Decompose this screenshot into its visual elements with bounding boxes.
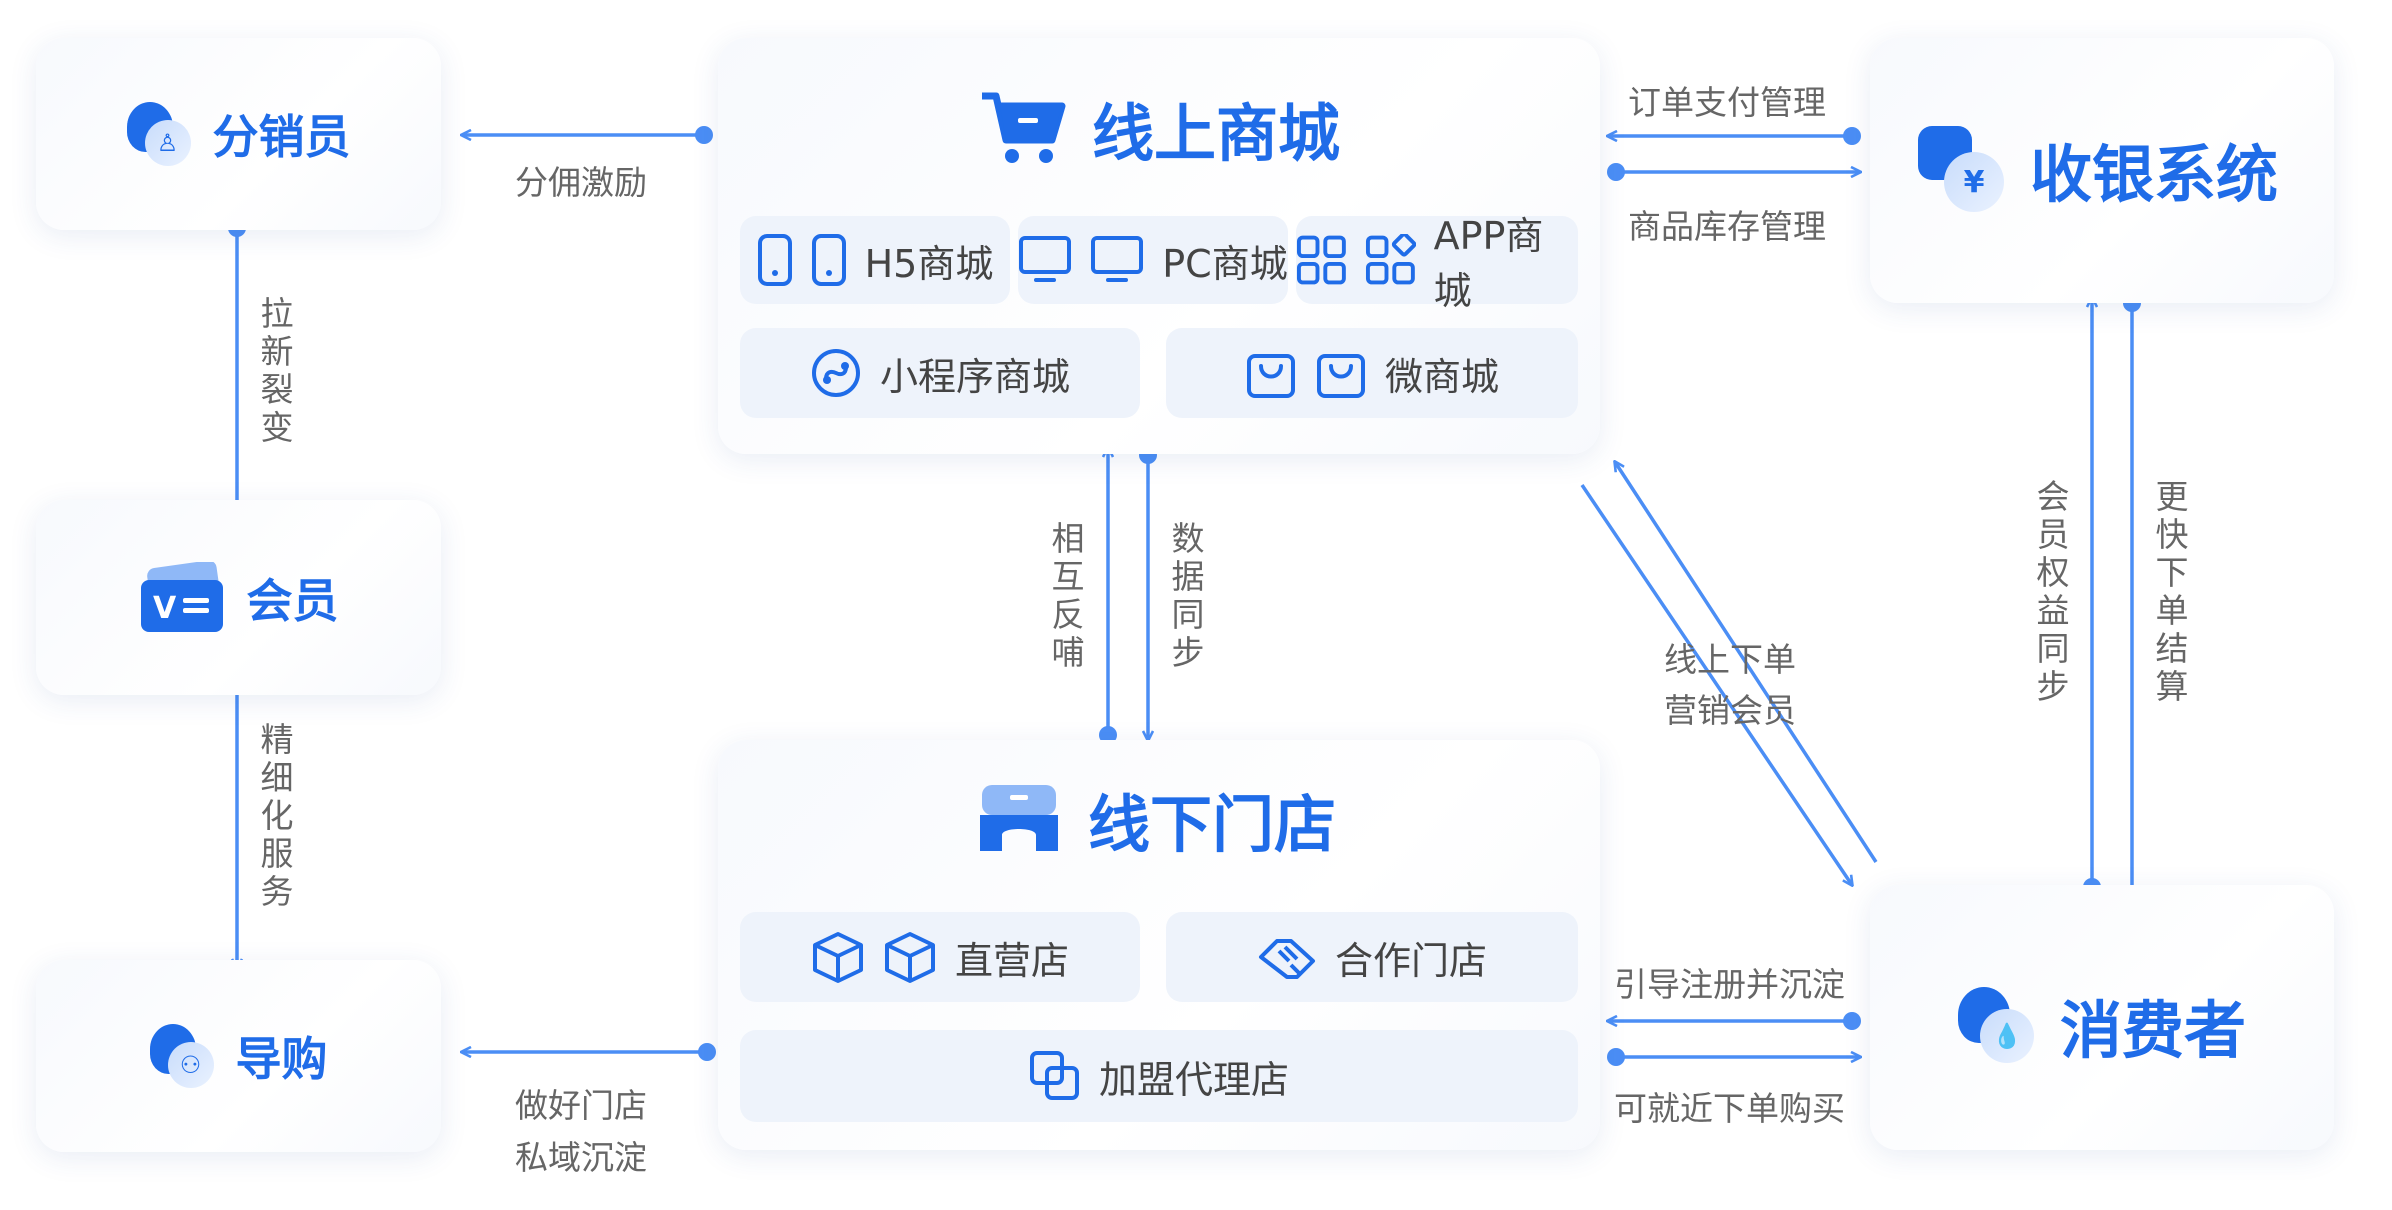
- phone-icon: [757, 234, 792, 286]
- arrow-online-order-up: [1615, 462, 1878, 863]
- overlap-squares-icon: [1029, 1051, 1079, 1100]
- label-online-order-2: 营销会员: [1664, 691, 1796, 730]
- arrow-online-order-down: [1580, 484, 1852, 885]
- offline-store-title: 线下门店: [1088, 788, 1337, 861]
- distributor-title: 分销员: [212, 110, 351, 164]
- yen-coin-icon: ¥: [1918, 126, 2004, 212]
- member-card[interactable]: V 会员: [36, 500, 441, 695]
- label-mutual-feed: 相互反哺: [1051, 519, 1085, 672]
- consumer-card[interactable]: 💧 消费者: [1870, 885, 2334, 1150]
- mini-program-icon: [811, 349, 860, 397]
- app-grid-icon: [1296, 235, 1346, 285]
- label-refined-service: 精细化服务: [260, 720, 294, 911]
- shopping-bag-icon: [1316, 354, 1365, 398]
- person-drop-icon: 💧: [1958, 987, 2034, 1063]
- label-online-order-1: 线上下单: [1664, 640, 1796, 679]
- label-commission: 分佣激励: [515, 163, 647, 202]
- handshake-icon: [1258, 939, 1315, 979]
- monitor-icon: [1019, 236, 1072, 282]
- label-store-private-2: 私域沉淀: [515, 1138, 647, 1177]
- channel-label: PC商城: [1162, 241, 1288, 286]
- channel-h5[interactable]: H5商城: [740, 216, 1010, 304]
- label-data-sync: 数据同步: [1171, 519, 1205, 672]
- online-mall-title: 线上商城: [1092, 97, 1341, 170]
- channel-mini-program[interactable]: 小程序商城: [740, 328, 1140, 418]
- consumer-title: 消费者: [2060, 994, 2247, 1067]
- cashier-title: 收银系统: [2030, 138, 2279, 211]
- svg-text:V: V: [153, 591, 177, 626]
- distributor-card[interactable]: ♙ 分销员: [36, 38, 441, 230]
- shopping-cart-icon: [982, 92, 1066, 163]
- store-type-partner[interactable]: 合作门店: [1166, 912, 1578, 1002]
- channel-weixin-mall[interactable]: 微商城: [1166, 328, 1578, 418]
- person-badge-icon: ♙: [126, 102, 191, 166]
- channel-label: 小程序商城: [879, 354, 1070, 399]
- label-nearby-order: 可就近下单购买: [1614, 1089, 1845, 1128]
- label-faster-checkout: 更快下单结算: [2155, 477, 2189, 706]
- people-badge-icon: ⚇: [149, 1024, 214, 1088]
- label-guide-register: 引导注册并沉淀: [1614, 965, 1845, 1004]
- store-type-label: 直营店: [954, 938, 1069, 983]
- guide-title: 导购: [235, 1032, 328, 1086]
- store-type-label: 加盟代理店: [1098, 1057, 1289, 1102]
- channel-label: 微商城: [1384, 354, 1499, 399]
- label-pull-new: 拉新裂变: [260, 294, 294, 447]
- channel-pc[interactable]: PC商城: [1018, 216, 1288, 304]
- store-type-franchise[interactable]: 加盟代理店: [740, 1030, 1578, 1122]
- storefront-icon: [980, 785, 1058, 851]
- label-store-private-1: 做好门店: [515, 1086, 647, 1125]
- member-title: 会员: [246, 573, 339, 628]
- monitor-icon: [1091, 236, 1144, 282]
- member-card-icon: V: [140, 561, 223, 632]
- box-icon: [812, 932, 863, 983]
- channel-label: H5商城: [864, 241, 994, 286]
- channel-label: APP商城: [1433, 214, 1544, 313]
- app-grid-icon: [1365, 234, 1416, 285]
- store-type-direct[interactable]: 直营店: [740, 912, 1140, 1002]
- online-mall-card[interactable]: 线上商城 H5商城 PC商城 APP商城 小程序商城 微商城: [718, 38, 1600, 454]
- shopping-bag-icon: [1246, 354, 1295, 398]
- label-member-rights-sync: 会员权益同步: [2036, 477, 2070, 706]
- cashier-card[interactable]: ¥ 收银系统: [1870, 38, 2334, 303]
- label-inventory: 商品库存管理: [1628, 207, 1826, 246]
- guide-card[interactable]: ⚇ 导购: [36, 960, 441, 1152]
- channel-app[interactable]: APP商城: [1296, 214, 1578, 313]
- box-icon: [884, 932, 935, 983]
- label-order-payment: 订单支付管理: [1628, 83, 1826, 122]
- store-type-label: 合作门店: [1334, 938, 1487, 983]
- phone-icon: [811, 234, 846, 286]
- offline-store-card[interactable]: 线下门店 直营店 合作门店 加盟代理店: [718, 740, 1600, 1150]
